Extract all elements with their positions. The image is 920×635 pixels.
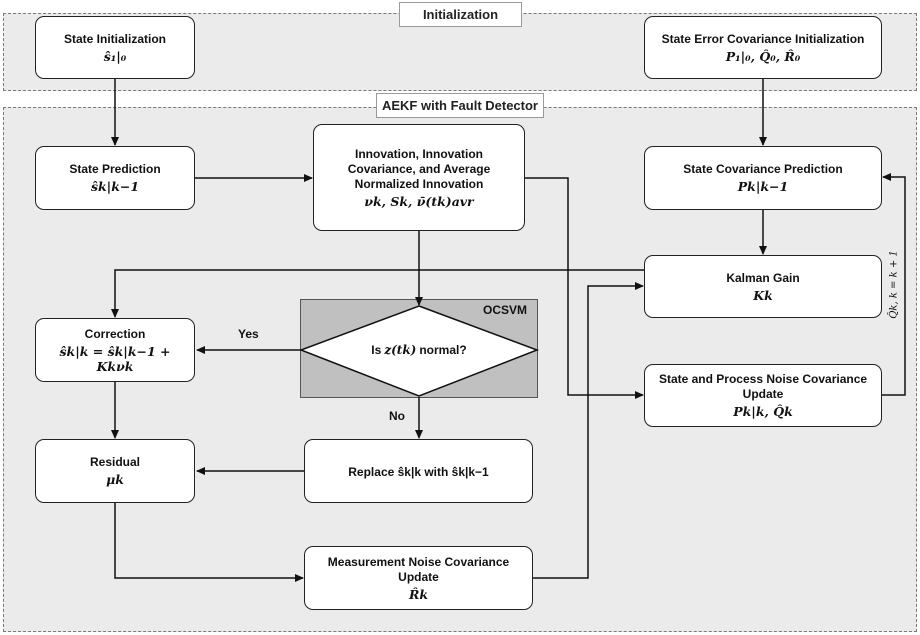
edge-innovation-to-noise-update [525, 177, 644, 399]
innovation-math: νk, Sk, ν̄(tk)avr [364, 193, 474, 209]
state-initialization-node: State Initialization ŝ₁|₀ [35, 16, 195, 79]
state-prediction-title: State Prediction [69, 162, 161, 176]
decision-math: z(tk) [384, 343, 417, 357]
measurement-noise-update-title: Measurement Noise Covariance Update [327, 554, 510, 584]
replace-node: Replace ŝk|k with ŝk|k−1 [304, 439, 533, 503]
replace-title: Replace ŝk|k with ŝk|k−1 [348, 464, 489, 479]
edge-loop-to-covpred [881, 173, 906, 396]
loop-label: Q̂k, k = k + 1 [888, 250, 900, 319]
kalman-gain-math: Kk [753, 287, 773, 303]
aekf-label: AEKF with Fault Detector [376, 93, 544, 118]
covariance-prediction-math: Pk|k−1 [737, 179, 789, 194]
kalman-gain-node: Kalman Gain Kk [644, 255, 882, 318]
state-initialization-math: ŝ₁|₀ [103, 48, 127, 64]
ocsvm-label: OCSVM [483, 303, 528, 317]
initialization-label: Initialization [399, 2, 522, 27]
innovation-node: Innovation, Innovation Covariance, and A… [313, 124, 525, 231]
no-label: No [389, 409, 405, 423]
edge-residual-to-meas-update [114, 503, 304, 582]
correction-title: Correction [84, 326, 146, 341]
noise-covariance-update-title: State and Process Noise Covariance Updat… [658, 372, 868, 401]
decision-pre: Is [371, 343, 382, 357]
covariance-prediction-node: State Covariance Prediction Pk|k−1 [644, 146, 882, 210]
decision-diamond [298, 305, 540, 397]
noise-covariance-update-math: Pk|k, Q̂k [733, 404, 793, 419]
edge-gain-to-correction [111, 269, 645, 318]
innovation-title: Innovation, Innovation Covariance, and A… [347, 146, 491, 191]
state-initialization-title: State Initialization [63, 31, 166, 46]
state-prediction-math: ŝk|k−1 [90, 179, 140, 194]
noise-covariance-update-node: State and Process Noise Covariance Updat… [644, 364, 882, 427]
measurement-noise-update-math: R̂k [408, 586, 429, 602]
decision-text: Is z(tk) normal? [330, 338, 508, 362]
residual-math: μk [106, 472, 124, 487]
covariance-initialization-math: P₁|₀, Q̂₀, R̂₀ [725, 48, 801, 64]
covariance-initialization-title: State Error Covariance Initialization [661, 31, 865, 46]
covariance-initialization-node: State Error Covariance Initialization P₁… [644, 16, 882, 79]
correction-node: Correction ŝk|k = ŝk|k−1 + Kkνk [35, 318, 195, 382]
covariance-prediction-title: State Covariance Prediction [683, 162, 843, 176]
decision-post: normal? [419, 343, 467, 357]
kalman-gain-title: Kalman Gain [726, 270, 800, 285]
edge-meas-update-to-gain [533, 282, 644, 579]
residual-title: Residual [89, 455, 140, 469]
residual-node: Residual μk [35, 439, 195, 503]
correction-math: ŝk|k = ŝk|k−1 + Kkνk [59, 343, 171, 374]
state-prediction-node: State Prediction ŝk|k−1 [35, 146, 195, 210]
yes-label: Yes [238, 327, 259, 341]
measurement-noise-update-node: Measurement Noise Covariance Update R̂k [304, 546, 533, 610]
